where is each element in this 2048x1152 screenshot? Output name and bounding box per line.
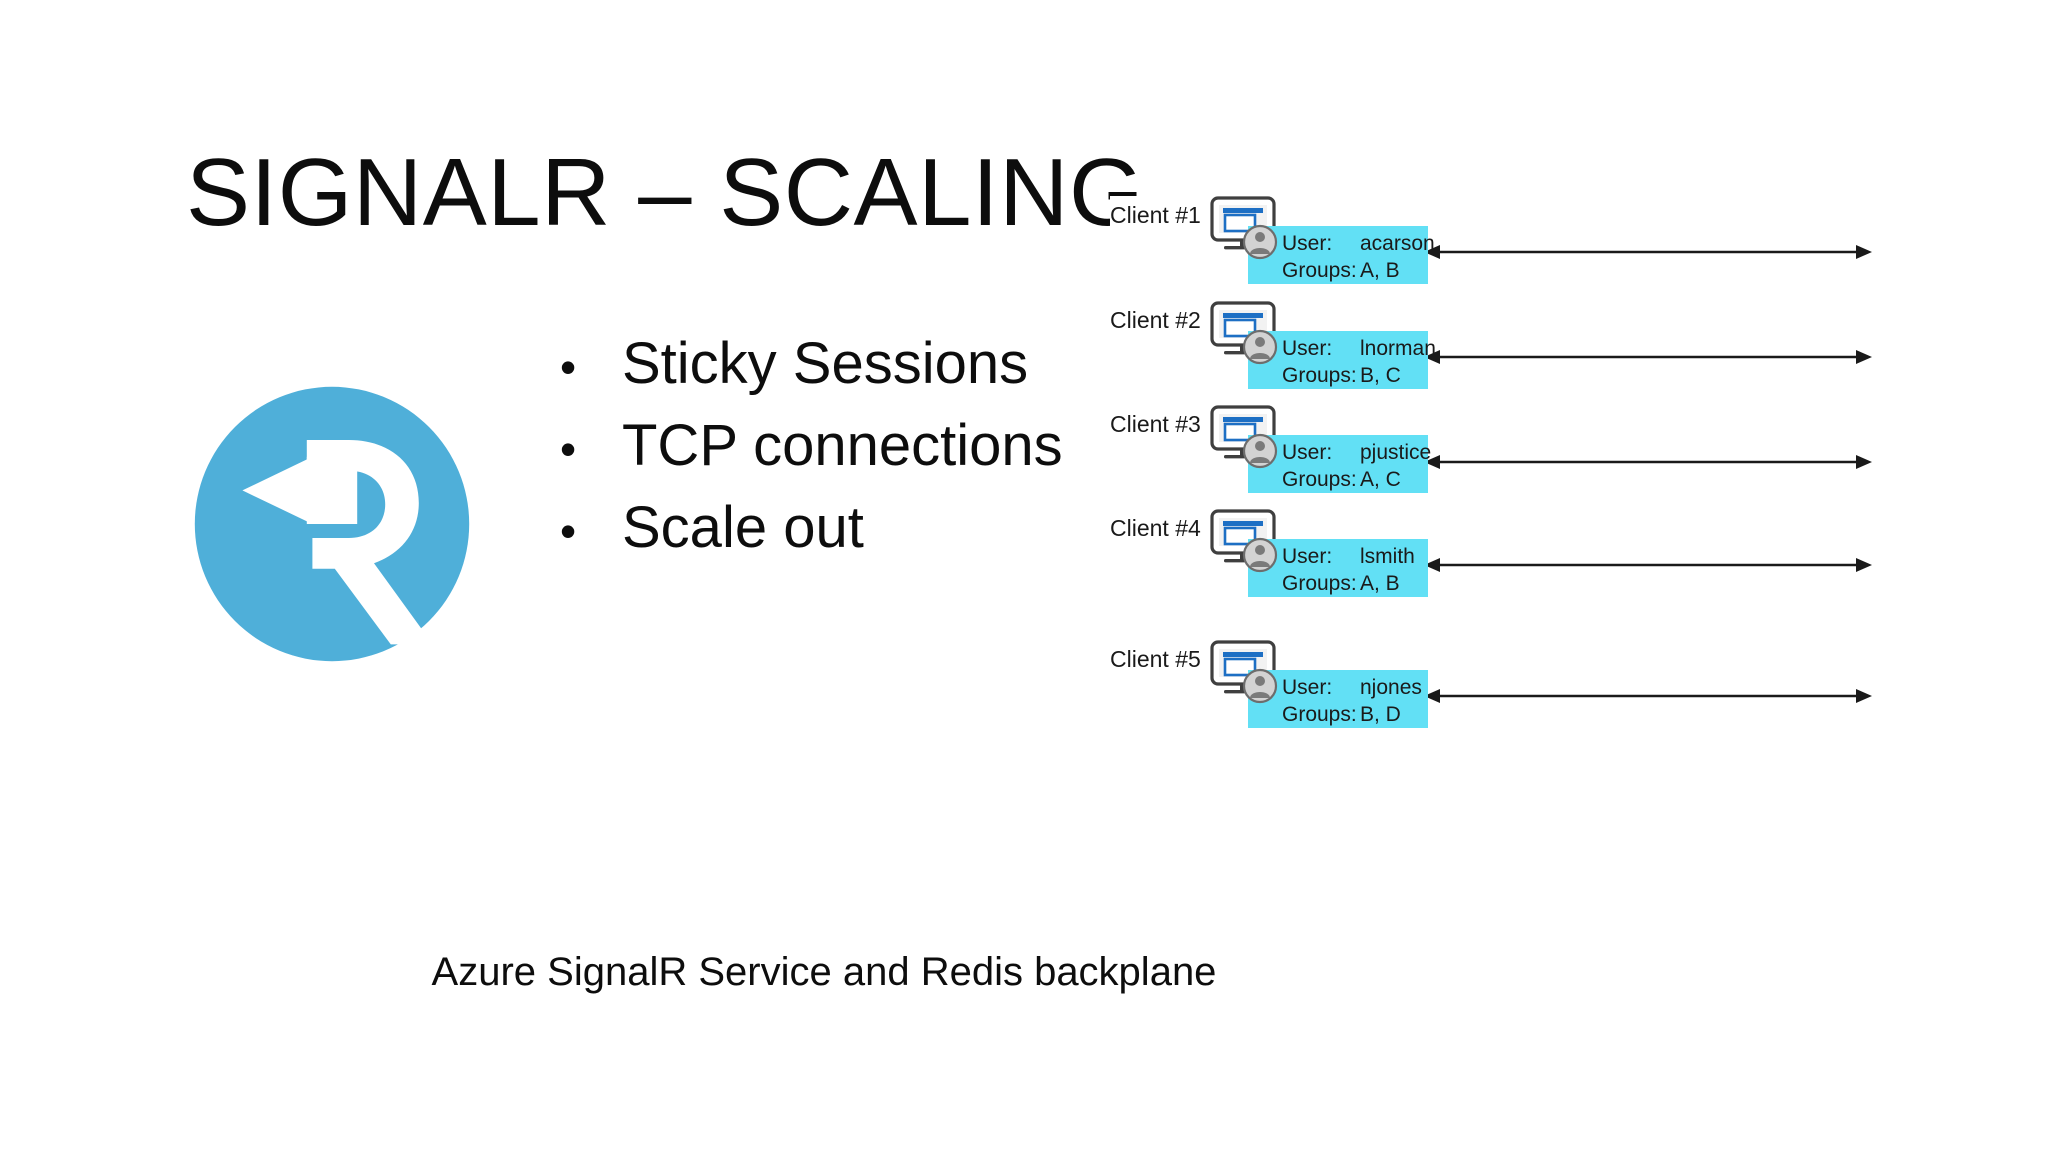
monitor-icon: [1210, 640, 1282, 698]
user-value: lsmith: [1360, 545, 1415, 568]
user-key: User:: [1282, 441, 1333, 464]
client-label: Client #1: [1110, 202, 1201, 228]
user-key: User:: [1282, 545, 1333, 568]
groups-line: Groups: B, D: [1282, 701, 1428, 728]
client-label: Client #4: [1110, 515, 1201, 541]
client-info-box: User: lnorman Groups: B, C: [1248, 331, 1436, 389]
groups-key: Groups:: [1282, 468, 1357, 491]
user-value: njones: [1360, 676, 1422, 699]
user-line: User: acarson: [1282, 230, 1435, 257]
user-line: User: lnorman: [1282, 335, 1436, 362]
connection-arrow: [1424, 554, 1872, 576]
bullet-marker: •: [560, 505, 577, 557]
client-label: Client #3: [1110, 411, 1201, 437]
bullet-text: Sticky Sessions: [622, 331, 1029, 396]
client-info-box: User: pjustice Groups: A, C: [1248, 435, 1432, 493]
user-line: User: lsmith: [1282, 543, 1428, 570]
user-badge-icon: [1242, 433, 1278, 469]
user-badge-icon: [1242, 329, 1278, 365]
list-item: • Scale out: [560, 494, 1320, 576]
groups-key: Groups:: [1282, 259, 1357, 282]
rework-r-logo: [192, 384, 472, 664]
user-badge-icon: [1242, 668, 1278, 704]
user-key: User:: [1282, 676, 1333, 699]
list-item: • Sticky Sessions: [560, 330, 1320, 412]
client-label: Client #5: [1110, 646, 1201, 672]
bullet-marker: •: [560, 341, 577, 393]
list-item: • TCP connections: [560, 412, 1320, 494]
bullet-marker: •: [560, 423, 577, 475]
connection-arrow: [1424, 346, 1872, 368]
page-title: SIGNALR – SCALING: [186, 139, 1145, 246]
groups-value: B, C: [1360, 364, 1401, 387]
bullet-list: • Sticky Sessions • TCP connections • Sc…: [560, 330, 1320, 576]
client-label: Client #2: [1110, 307, 1201, 333]
caption: Azure SignalR Service and Redis backplan…: [0, 950, 2048, 995]
user-value: acarson: [1360, 232, 1435, 255]
groups-line: Groups: A, B: [1282, 570, 1428, 597]
user-badge-icon: [1242, 224, 1278, 260]
connection-arrow: [1424, 241, 1872, 263]
user-value: lnorman: [1360, 337, 1436, 360]
bullet-text: Scale out: [622, 495, 864, 560]
groups-key: Groups:: [1282, 364, 1357, 387]
connection-arrow: [1424, 685, 1872, 707]
groups-line: Groups: B, C: [1282, 362, 1428, 389]
user-badge-icon: [1242, 537, 1278, 573]
user-key: User:: [1282, 337, 1333, 360]
user-key: User:: [1282, 232, 1333, 255]
groups-key: Groups:: [1282, 572, 1357, 595]
user-line: User: pjustice: [1282, 439, 1432, 466]
user-line: User: njones: [1282, 674, 1428, 701]
connection-arrow: [1424, 451, 1872, 473]
groups-value: B, D: [1360, 703, 1401, 726]
groups-value: A, B: [1360, 572, 1400, 595]
caption-text: Azure SignalR Service and Redis backplan…: [431, 950, 1217, 994]
client-info-box: User: acarson Groups: A, B: [1248, 226, 1435, 284]
groups-value: A, C: [1360, 468, 1401, 491]
groups-value: A, B: [1360, 259, 1400, 282]
groups-line: Groups: A, B: [1282, 257, 1428, 284]
groups-line: Groups: A, C: [1282, 466, 1428, 493]
client-info-box: User: njones Groups: B, D: [1248, 670, 1428, 728]
client-info-box: User: lsmith Groups: A, B: [1248, 539, 1428, 597]
groups-key: Groups:: [1282, 703, 1357, 726]
bullet-text: TCP connections: [622, 413, 1063, 478]
scaling-diagram: Client #1 U: [1110, 196, 1980, 836]
user-value: pjustice: [1360, 441, 1432, 464]
